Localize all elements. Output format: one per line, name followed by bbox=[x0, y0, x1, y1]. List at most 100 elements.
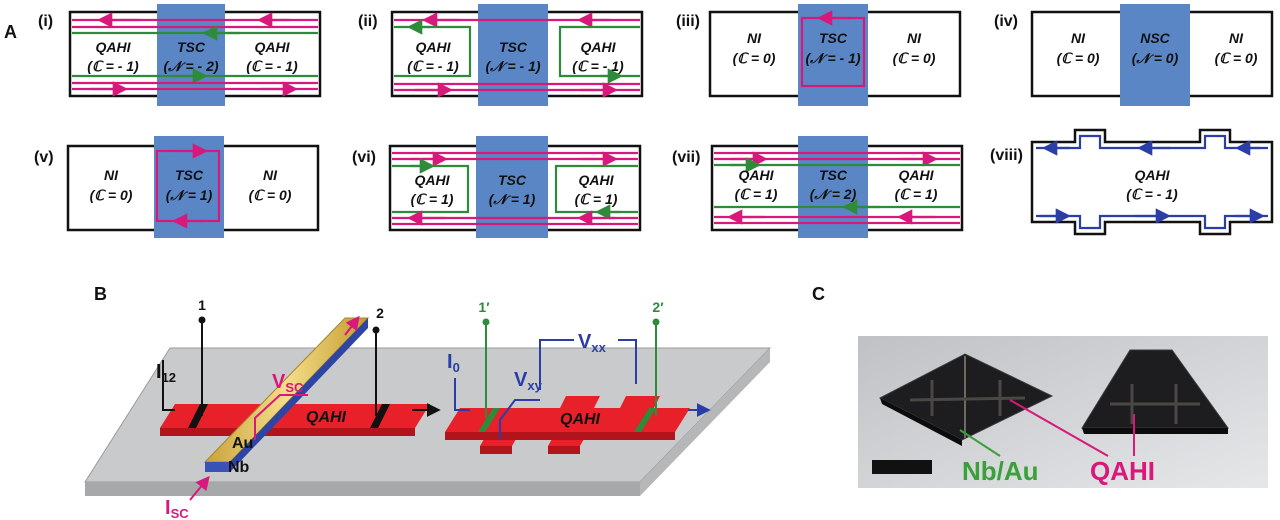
terminal-2-label: 2 bbox=[376, 305, 384, 321]
nb-layer-front bbox=[205, 462, 230, 472]
panel-v-center-val: (𝒩 = 1) bbox=[166, 187, 213, 203]
panel-ii-right-name: QAHI bbox=[581, 39, 617, 55]
scale-bar bbox=[872, 460, 932, 474]
panel-v-right-name: NI bbox=[263, 167, 278, 183]
panel-vii-left-val: (ℂ = 1) bbox=[735, 186, 778, 202]
right-qahi-leg2-front bbox=[548, 446, 580, 454]
qahi-photo-label: QAHI bbox=[1090, 456, 1155, 486]
left-qahi-strip-front bbox=[160, 428, 415, 436]
panel-vi-right-val: (ℂ = 1) bbox=[575, 191, 618, 207]
i0-label: I0 bbox=[447, 351, 460, 375]
panel-vi-center-val: (𝒩 = 1) bbox=[489, 191, 536, 207]
vxx-label: Vxx bbox=[578, 331, 607, 355]
panel-i-center-val: (𝒩 = - 2) bbox=[163, 58, 218, 74]
nb-label: Nb bbox=[228, 459, 250, 476]
right-qahi-leg1-front bbox=[480, 446, 512, 454]
panel-iii-right-name: NI bbox=[907, 30, 922, 46]
panel-i-right-name: QAHI bbox=[255, 39, 291, 55]
panel-label-a: A bbox=[4, 22, 17, 42]
contact-2 bbox=[370, 404, 390, 428]
panel-i-right-val: (ℂ = - 1) bbox=[246, 58, 298, 74]
panel-ii-roman: (ii) bbox=[358, 13, 378, 30]
panel-i-left-val: (ℂ = - 1) bbox=[87, 58, 139, 74]
panel-ii-right-val: (ℂ = - 1) bbox=[572, 58, 624, 74]
terminal-2p-dot bbox=[652, 318, 660, 326]
qahi-right-label: QAHI bbox=[560, 411, 601, 428]
vsc-out-arrow bbox=[344, 315, 360, 336]
panel-ii-green-loop-left bbox=[394, 25, 472, 78]
left-sample-edge bbox=[880, 398, 962, 446]
panel-vi-roman: (vi) bbox=[352, 149, 376, 166]
panel-vi-left-val: (ℂ = 1) bbox=[411, 191, 454, 207]
panel-iv: (iv) NI (ℂ = 0) NSC (𝒩 = 0) NI (ℂ = 0) bbox=[994, 4, 1274, 106]
panel-vii-left-name: QAHI bbox=[739, 167, 775, 183]
panel-iv-left-val: (ℂ = 0) bbox=[1057, 50, 1100, 66]
panel-vi-left-name: QAHI bbox=[415, 172, 451, 188]
panel-label-c: C bbox=[812, 284, 825, 304]
contact-1p bbox=[478, 408, 500, 432]
panel-i-roman: (i) bbox=[38, 13, 53, 30]
panel-ii-left-name: QAHI bbox=[416, 39, 452, 55]
terminal-1-label: 1 bbox=[198, 297, 206, 313]
nbau-label: Nb/Au bbox=[962, 456, 1039, 486]
panel-iv-left-name: NI bbox=[1071, 30, 1086, 46]
panel-iii-right-val: (ℂ = 0) bbox=[893, 50, 936, 66]
panel-vii-center-val: (𝒩 = 2) bbox=[810, 186, 857, 202]
right-sample-edge bbox=[1082, 428, 1228, 434]
sample-photo: Nb/Au QAHI bbox=[858, 336, 1268, 488]
substrate-side bbox=[640, 348, 770, 496]
panel-vii-right-name: QAHI bbox=[899, 167, 935, 183]
substrate-front bbox=[85, 482, 640, 496]
panel-v-left-val: (ℂ = 0) bbox=[90, 187, 133, 203]
i0-lead bbox=[454, 378, 470, 411]
panel-iii-center-name: TSC bbox=[819, 30, 848, 46]
panel-iii-left-name: NI bbox=[747, 30, 762, 46]
panel-iii-roman: (iii) bbox=[676, 13, 700, 30]
right-qahi-front bbox=[445, 432, 675, 440]
panel-vii-right-val: (ℂ = 1) bbox=[895, 186, 938, 202]
panel-ii-center-name: TSC bbox=[499, 39, 528, 55]
panel-v-roman: (v) bbox=[34, 149, 54, 166]
panel-i-center-name: TSC bbox=[177, 39, 206, 55]
panel-iv-center-val: (𝒩 = 0) bbox=[1132, 50, 1179, 66]
isc-label: ISC bbox=[165, 497, 189, 520]
terminal-1p-dot bbox=[482, 318, 490, 326]
panel-iii-left-val: (ℂ = 0) bbox=[733, 50, 776, 66]
panel-viii-roman: (viii) bbox=[990, 147, 1023, 164]
panel-iii: (iii) NI (ℂ = 0) TSC (𝒩 = - 1) NI (ℂ = 0… bbox=[676, 4, 962, 106]
left-sample-cross bbox=[909, 396, 1026, 402]
panel-vii-roman: (vii) bbox=[672, 149, 700, 166]
panel-vi-right-name: QAHI bbox=[579, 172, 615, 188]
panel-viii-center-val: (ℂ = - 1) bbox=[1126, 186, 1178, 202]
au-label: Au bbox=[232, 435, 253, 452]
panel-ii-left-val: (ℂ = - 1) bbox=[407, 58, 459, 74]
panel-viii-center-name: QAHI bbox=[1135, 167, 1171, 183]
panel-vi: (vi) QAHI (ℂ = 1) TSC (𝒩 = 1) QAHI (ℂ = … bbox=[352, 136, 642, 238]
contact-2p bbox=[634, 408, 656, 432]
panel-vii: (vii) QAHI (ℂ = 1) TSC (𝒩 = 2) QAHI (ℂ =… bbox=[672, 136, 964, 238]
i12-lead bbox=[162, 360, 175, 411]
vxy-lead bbox=[499, 399, 540, 440]
vxx-lead-left bbox=[539, 339, 574, 390]
terminal-1-dot bbox=[198, 316, 206, 324]
panel-label-b: B bbox=[94, 284, 107, 304]
i12-label: I12 bbox=[156, 361, 176, 385]
nbau-callout-line bbox=[959, 429, 1001, 457]
panel-iv-roman: (iv) bbox=[994, 13, 1018, 30]
panel-v: (v) NI (ℂ = 0) TSC (𝒩 = 1) NI (ℂ = 0) bbox=[34, 136, 320, 238]
panel-ii-center-val: (𝒩 = - 1) bbox=[485, 58, 540, 74]
panel-i: (i) QAHI (ℂ = - 1) TSC (𝒩 = - 2) QAHI (ℂ… bbox=[38, 4, 322, 106]
panel-iv-nsc-region bbox=[1120, 4, 1190, 106]
panel-iv-right-val: (ℂ = 0) bbox=[1215, 50, 1258, 66]
panel-viii-hall-bar bbox=[1030, 128, 1274, 236]
panel-iv-right-name: NI bbox=[1229, 30, 1244, 46]
panel-vii-center-name: TSC bbox=[819, 167, 848, 183]
panel-iii-center-val: (𝒩 = - 1) bbox=[805, 50, 860, 66]
terminal-1p-label: 1′ bbox=[478, 299, 490, 315]
qahi-left-label: QAHI bbox=[306, 409, 347, 426]
vsc-label: VSC bbox=[272, 371, 304, 395]
panel-v-left-name: NI bbox=[104, 167, 119, 183]
vxy-label: Vxy bbox=[514, 369, 543, 393]
panel-iii-tsc-region bbox=[798, 4, 868, 106]
